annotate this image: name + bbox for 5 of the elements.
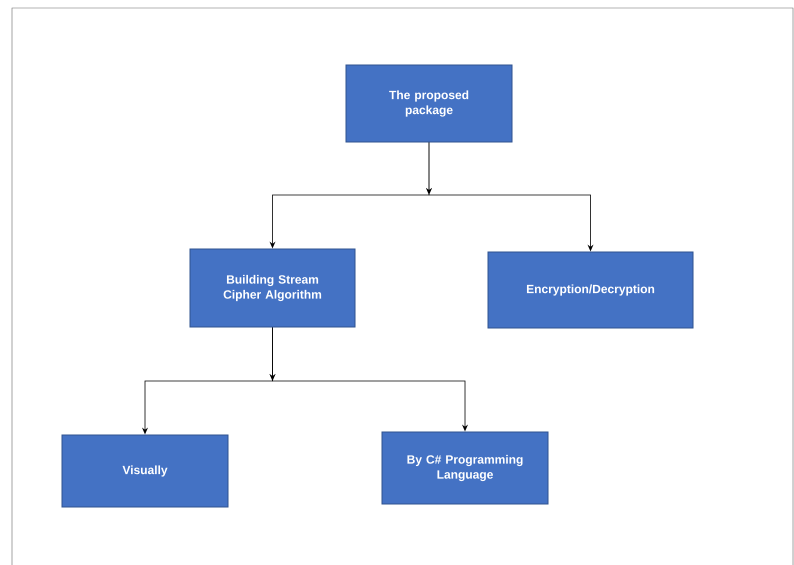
process-box: By C# Programming Language [382,432,548,504]
process-box: Building Stream Cipher Algorithm [190,248,356,328]
process-box: Visually [62,434,228,508]
process-box: The proposed package [346,64,512,142]
process-box: Encryption/Decryption [488,252,694,328]
